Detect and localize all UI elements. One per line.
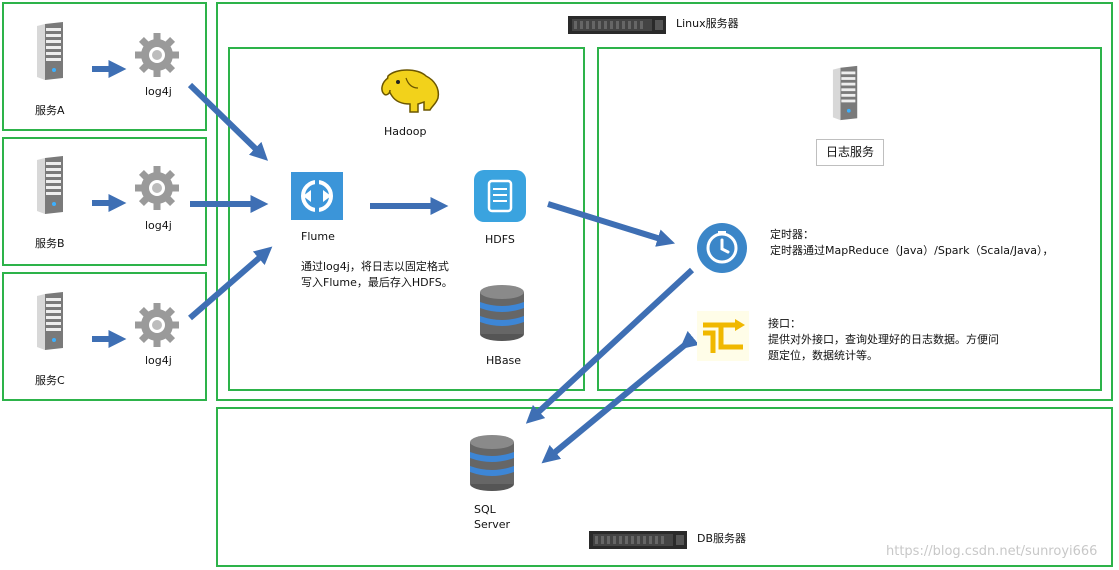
rack-server-icon-linux: [568, 16, 666, 34]
hadoop-elephant-icon: [381, 69, 440, 113]
sql-label-line1: SQL: [474, 503, 496, 516]
server-icon-log-service: [832, 65, 858, 121]
server-icon-c: [37, 292, 63, 350]
hbase-database-icon: [480, 285, 524, 341]
hadoop-title: Hadoop: [384, 125, 427, 138]
hdfs-icon: [474, 170, 526, 222]
gear-icon-b: [135, 166, 179, 210]
flume-note-line2: 写入Flume，最后存入HDFS。: [301, 276, 453, 289]
arrow-hdfs-to-timer: [547, 201, 676, 247]
log4j-b-label: log4j: [145, 219, 172, 232]
flume-note-line1: 通过log4j，将日志以固定格式: [301, 260, 449, 273]
arrow-api-sql-bidirectional: [541, 330, 700, 464]
hbase-label: HBase: [486, 354, 522, 367]
timer-title: 定时器：: [770, 228, 814, 241]
arrow-a-to-flume: [187, 82, 269, 161]
service-b-label: 服务B: [35, 237, 65, 250]
timer-clock-icon: [697, 223, 747, 273]
server-icon-a: [37, 22, 63, 80]
log-service-label: 日志服务: [816, 139, 884, 166]
log4j-a-label: log4j: [145, 85, 172, 98]
arrow-c-to-flume: [188, 246, 273, 321]
watermark: https://blog.csdn.net/sunroyi666: [886, 544, 1098, 559]
gear-icon-c: [135, 303, 179, 347]
sql-server-database-icon: [470, 435, 514, 491]
api-title: 接口：: [768, 317, 801, 330]
api-interface-icon: [697, 311, 749, 361]
hadoop-box: [228, 47, 585, 391]
log4j-c-label: log4j: [145, 354, 172, 367]
gear-icon-a: [135, 33, 179, 77]
sql-label-line2: Server: [474, 518, 511, 531]
service-c-label: 服务C: [35, 374, 65, 387]
flume-icon: [291, 172, 343, 220]
linux-server-title: Linux服务器: [676, 17, 739, 30]
flume-label: Flume: [301, 230, 335, 243]
service-a-box: [2, 2, 207, 131]
service-a-label: 服务A: [35, 104, 65, 117]
db-server-title: DB服务器: [697, 532, 747, 545]
hdfs-label: HDFS: [485, 233, 515, 246]
service-c-box: [2, 272, 207, 401]
rack-server-icon-db: [589, 531, 687, 549]
api-description-line2: 题定位，数据统计等。: [768, 349, 878, 362]
server-icon-b: [37, 156, 63, 214]
timer-description: 定时器通过MapReduce（Java）/Spark（Scala/Java），: [770, 244, 1054, 257]
arrow-timer-to-sql: [525, 267, 695, 424]
api-description-line1: 提供对外接口，查询处理好的日志数据。方便问: [768, 333, 999, 346]
